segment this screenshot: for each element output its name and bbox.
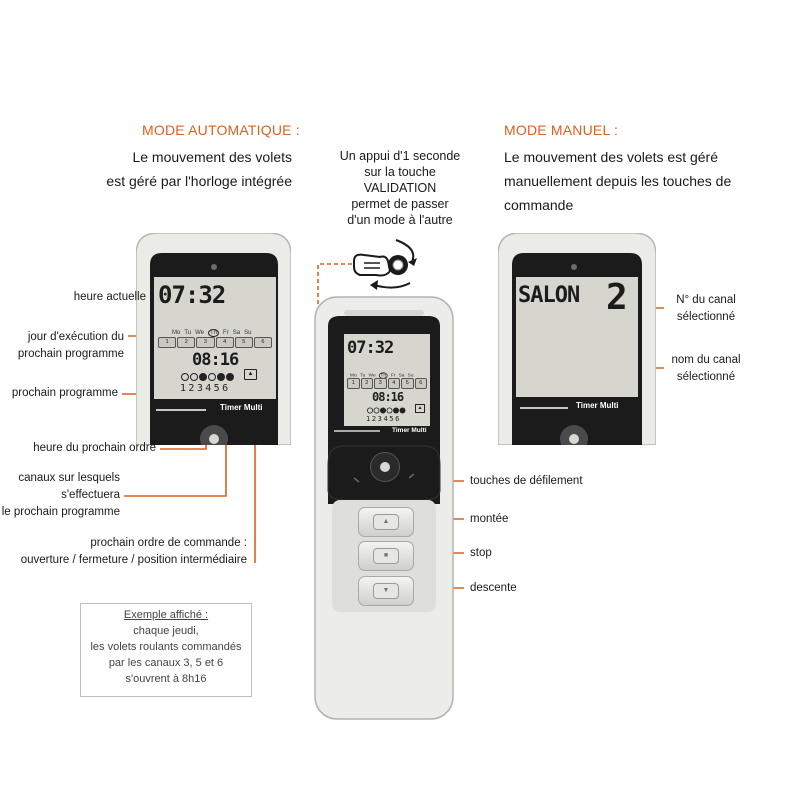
program-tab: 3 [196,337,215,348]
label-next-order-2: ouverture / fermeture / position intermé… [20,554,247,566]
validation-note-1: Un appui d'1 seconde [339,149,461,163]
brand-label: Timer Multi [220,403,263,412]
day-th: Th [208,329,220,337]
up-button[interactable]: ▲ [358,507,414,537]
open-order-icon: ▲ [415,404,425,413]
program-tab: 2 [177,337,196,348]
channel-number: 2 [606,277,628,318]
open-order-icon: ▲ [244,369,257,380]
label-channels-2: s'effectuera [61,489,120,501]
day-fr: Fr [390,373,396,378]
manual-mode-desc-3: commande [504,197,574,213]
day-sa: Sa [398,373,405,378]
auto-mode-desc-1: Le mouvement des volets [132,149,292,165]
day-su: Su [244,330,252,336]
label-down: descente [470,582,517,594]
label-channels-1: canaux sur lesquels [18,472,120,484]
day-mo: Mo [172,330,181,336]
lcd-manual [516,277,638,397]
program-tab: 5 [234,337,253,348]
stop-button-inner: ■ [373,548,399,564]
brand-label: Timer Multi [576,401,619,410]
label-channel-number-1: N° du canal [676,294,736,306]
scroll-right-button[interactable] [402,462,432,492]
validation-note-4: permet de passer [351,197,449,211]
label-channel-name-2: sélectionné [676,371,736,383]
label-channel-number-2: sélectionné [676,311,736,323]
manual-mode-desc-2: manuellement depuis les touches de [504,173,732,189]
program-tab: 3 [374,378,387,389]
program-tab: 1 [158,337,177,348]
down-button-inner: ▼ [373,583,399,599]
current-time: 07:32 [158,281,226,309]
program-tab: 4 [387,378,400,389]
manual-mode-desc-1: Le mouvement des volets est géré [504,149,719,165]
program-tab: 5 [401,378,414,389]
up-button-inner: ▲ [373,514,399,530]
label-execution-day-1: jour d'exécution du [27,331,124,343]
day-fr: Fr [223,330,229,336]
hand-press-icon [350,247,416,283]
validation-button-center [380,462,390,472]
day-mo: Mo [350,373,357,378]
validation-button[interactable] [370,452,400,482]
validation-note-3: VALIDATION [363,181,437,195]
day-we: We [195,330,205,336]
label-channels-3: le prochain programme [1,506,120,518]
day-tu: Tu [184,330,192,336]
example-box: Exemple affiché : chaque jeudi, les vole… [80,603,252,697]
day-we: We [368,373,376,378]
label-current-time: heure actuelle [73,291,146,303]
brand-label: Timer Multi [392,427,427,434]
example-line-1: chaque jeudi, [133,625,199,637]
day-sa: Sa [232,330,241,336]
validation-note: Un appui d'1 seconde sur la touche VALID… [318,148,482,228]
scroll-left-button[interactable] [336,462,366,492]
validation-note-5: d'un mode à l'autre [347,213,453,227]
label-channel-name-1: nom du canal [671,354,741,366]
program-tab: 6 [253,337,273,348]
example-line-2: les volets roulants commandés [90,641,242,653]
label-scroll-keys: touches de défilement [470,475,583,487]
channel-digits: 123456 [366,415,401,423]
label-up: montée [470,513,509,525]
program-tab: 6 [414,378,427,389]
channel-dots [367,407,406,414]
example-title: Exemple affiché : [123,609,209,621]
auto-mode-desc-2: est géré par l'horloge intégrée [106,173,292,189]
label-next-order-time: heure du prochain ordre [33,442,156,454]
day-tu: Tu [359,373,366,378]
label-next-order-1: prochain ordre de commande : [90,537,247,549]
next-time: 08:16 [192,350,239,370]
auto-mode-title: MODE AUTOMATIQUE : [142,122,300,138]
label-next-program: prochain programme [11,387,118,399]
channel-dots [181,373,234,381]
program-tab: 4 [215,337,234,348]
day-su: Su [407,373,414,378]
down-button[interactable]: ▼ [358,576,414,606]
label-execution-day-2: prochain programme [17,348,124,360]
channel-digits: 123456 [180,383,231,394]
remote-manual: SALON 2 Timer Multi [498,233,656,445]
program-tab: 1 [347,378,360,389]
stop-button[interactable]: ■ [358,541,414,571]
program-tab: 2 [360,378,373,389]
manual-mode-title: MODE MANUEL : [504,122,619,138]
example-line-4: s'ouvrent à 8h16 [125,673,207,685]
next-time: 08:16 [372,390,404,404]
current-time: 07:32 [347,338,394,358]
validation-note-2: sur la touche [364,165,436,179]
example-line-3: par les canaux 3, 5 et 6 [108,657,224,669]
label-stop: stop [470,547,492,559]
channel-name: SALON [518,283,580,308]
